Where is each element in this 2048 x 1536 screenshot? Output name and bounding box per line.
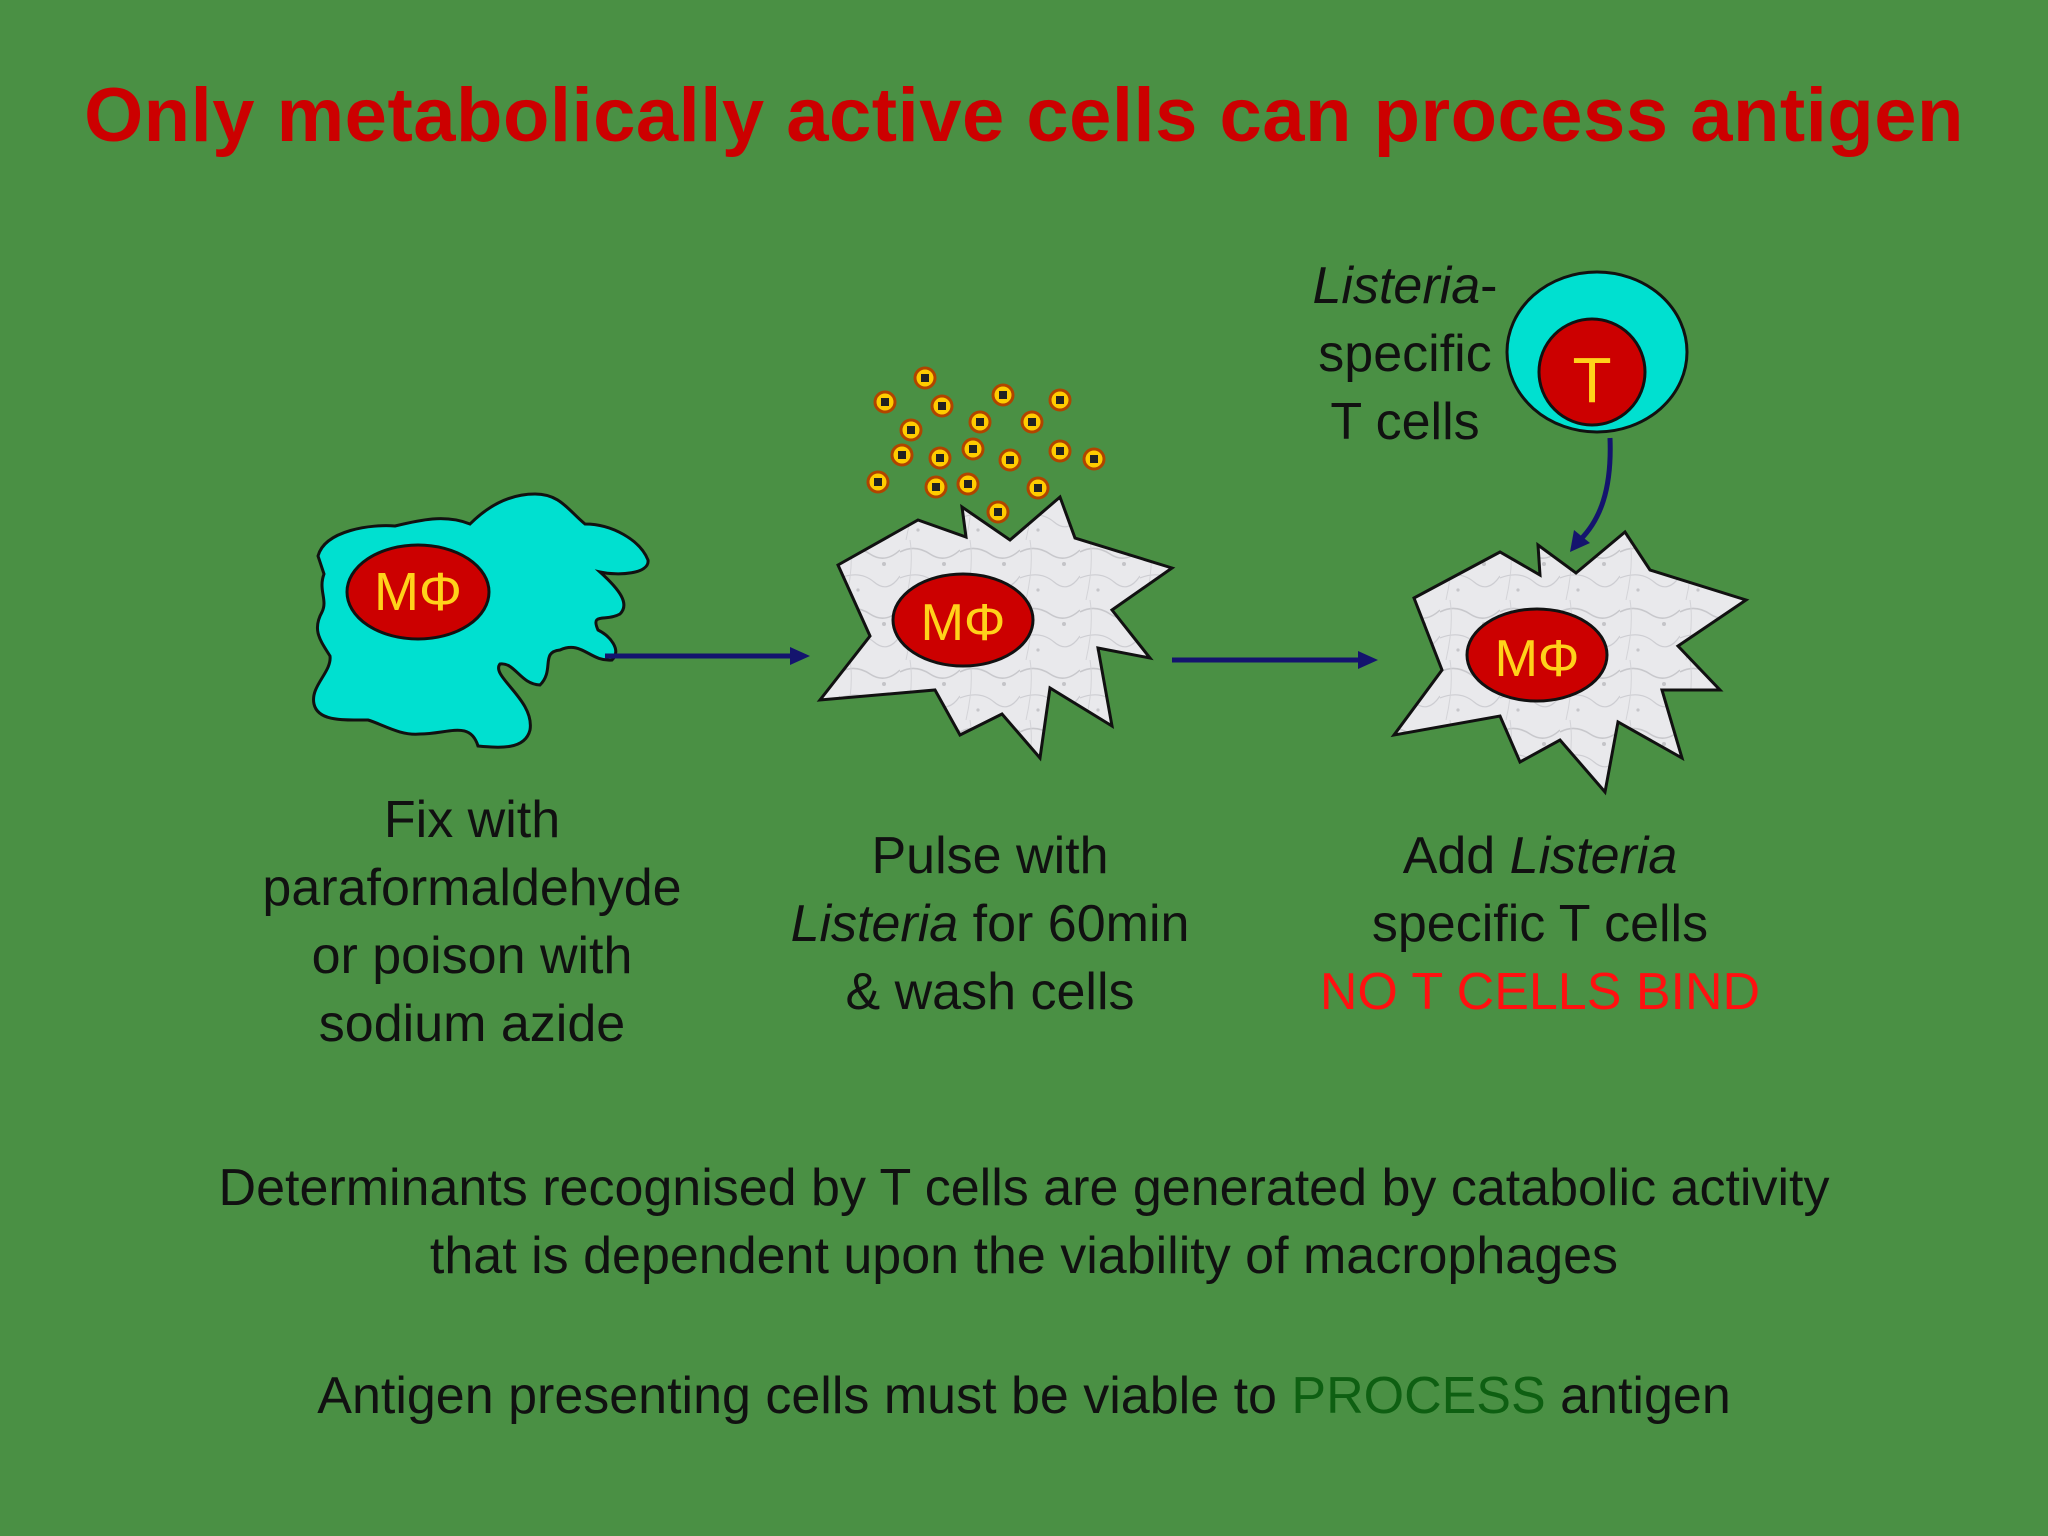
live-macrophage-pulsed: MΦ [816, 494, 1176, 762]
step-1-line2: paraformaldehyde [262, 859, 682, 917]
conclusion-text: Determinants recognised by T cells are g… [0, 1154, 2048, 1290]
t-cell-caption-line3: T cells [1330, 393, 1480, 451]
t-cell-caption-line2: specific [1318, 325, 1492, 383]
step-3-result: NO T CELLS BIND [1319, 963, 1761, 1021]
conclusion-line1: Determinants recognised by T cells are g… [218, 1159, 1830, 1217]
t-cell-caption: Listeria- specific T cells [1290, 252, 1520, 456]
step-1-caption: Fix with paraformaldehyde or poison with… [222, 786, 722, 1058]
step-2-line3: & wash cells [845, 963, 1135, 1021]
step-3-line1: Add Listeria [1290, 822, 1790, 890]
summary-suffix: antigen [1545, 1367, 1731, 1425]
step-3-line2: specific T cells [1371, 895, 1709, 953]
step-2-duration: for 60min [958, 895, 1190, 953]
step-1-line4: sodium azide [318, 995, 626, 1053]
live-macrophage-with-t-cells: MΦ [1390, 529, 1750, 796]
macrophage-nucleus [891, 572, 1035, 668]
arrow-right-icon [605, 647, 810, 665]
fixed-macrophage: MΦ [312, 492, 650, 749]
step-2-line1: Pulse with [871, 827, 1109, 885]
arrow-right-icon [1172, 651, 1378, 669]
summary-highlight: PROCESS [1291, 1367, 1546, 1425]
t-cell-caption-species: Listeria [1312, 257, 1481, 315]
t-cell-caption-hyphen: - [1480, 257, 1498, 315]
step-3-caption: Add Listeria specific T cells NO T CELLS… [1290, 822, 1790, 1026]
step-2-caption: Pulse with Listeria for 60min & wash cel… [740, 822, 1240, 1026]
t-cell-label: T [1572, 344, 1611, 416]
summary-prefix: Antigen presenting cells must be viable … [317, 1367, 1292, 1425]
page-title: Only metabolically active cells can proc… [84, 73, 1964, 158]
step-1-line1: Fix with [383, 791, 561, 849]
step-3-prefix: Add [1402, 827, 1510, 885]
macrophage-nucleus [1465, 607, 1609, 703]
summary-text: Antigen presenting cells must be viable … [0, 1362, 2048, 1430]
t-cell-nucleus [1537, 317, 1647, 427]
step-1-line3: or poison with [311, 927, 633, 985]
t-cell: T [1505, 270, 1689, 434]
macrophage-label: MΦ [1495, 630, 1580, 688]
listeria-bacteria-cluster [866, 366, 1106, 524]
step-2-line2: Listeria for 60min [740, 890, 1240, 958]
step-2-species: Listeria [790, 895, 959, 953]
arrow-down-icon [1570, 437, 1613, 552]
t-cell-caption-line1: Listeria- [1290, 252, 1520, 320]
step-3-species: Listeria [1509, 827, 1678, 885]
conclusion-line2: that is dependent upon the viability of … [429, 1227, 1619, 1285]
macrophage-label: MΦ [374, 562, 462, 622]
macrophage-label: MΦ [921, 594, 1006, 652]
macrophage-nucleus [345, 543, 491, 641]
